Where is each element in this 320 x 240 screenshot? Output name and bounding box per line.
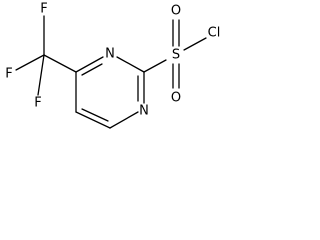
- bond-c6-c5-double: [81, 108, 109, 122]
- bond-c6-c5: [75, 111, 111, 129]
- bond-c4-n3: [75, 56, 104, 73]
- atom-f-top: F: [40, 2, 47, 17]
- atom-o-bottom: O: [171, 91, 181, 106]
- atom-n-top: N: [105, 47, 115, 62]
- bond-n1-c6: [109, 111, 139, 129]
- atom-f-left: F: [5, 67, 12, 82]
- molecule-structure: F F F N N S O O Cl: [5, 2, 221, 129]
- bond-s-cl: [183, 37, 207, 51]
- bond-c2-s: [143, 59, 167, 73]
- bond-c-f-bottom: [37, 54, 45, 96]
- atom-s: S: [172, 48, 180, 63]
- bond-cf3-ring: [43, 54, 77, 73]
- bond-n3-c2: [116, 56, 145, 73]
- bond-c4-n3-double: [81, 63, 103, 76]
- structure-diagram: F F F N N S O O Cl: [0, 0, 226, 134]
- atom-cl: Cl: [208, 26, 221, 41]
- atom-n-bottom: N: [139, 104, 149, 119]
- atom-o-top: O: [171, 4, 181, 19]
- atom-f-bottom: F: [34, 96, 41, 111]
- bond-c-f-left: [15, 54, 45, 71]
